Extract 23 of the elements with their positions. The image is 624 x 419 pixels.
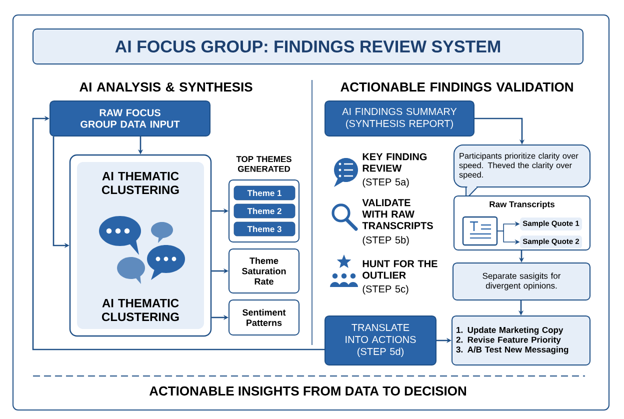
arrow [32,116,324,350]
metric-box: Theme Saturation Rate [228,248,300,294]
step-title: KEY FINDING REVIEW [362,153,427,172]
action-box: TRANSLATE INTO ACTIONS (STEP 5d) [324,315,436,366]
node-label: TOP THEMES GENERATED [236,156,292,172]
summary-box: AI FINDINGS SUMMARY (SYNTHESIS REPORT) [324,100,474,136]
note-box: Separate sasigits for divergent opinions. [452,262,590,300]
document-icon [462,216,498,246]
step-title: HUNT FOR THE OUTLIER [362,260,438,279]
step-number: (STEP 5a) [362,178,409,188]
action-list-box: 1. Update Marketing Copy 2. Revise Feature Priority 3. A/B Test New Messaging [452,315,590,366]
input-box: RAW FOCUS GROUP DATA INPUT [50,100,210,136]
metric-box: Sentiment Patterns [228,300,300,336]
footer-text: ACTIONABLE INSIGHTS FROM DATA TO DECISION [149,386,466,396]
theme-tag: Theme 2 [234,204,296,218]
theme-tag: Theme 3 [234,222,296,236]
speech-bubble: Participants prioritize clarity over speed. Theved the clarity over speed. [454,144,590,200]
theme-tag: Theme 1 [234,186,296,200]
step-number: (STEP 5b) [362,236,409,246]
step-title: VALIDATE WITH RAW TRANSCRIPTS [362,199,433,230]
title-banner: AI FOCUS GROUP: FINDINGS REVIEW SYSTEM [32,28,584,64]
clustering-panel: AI THEMATIC CLUSTERING AI THEMATIC CLUSTERING [69,154,212,337]
step-number: (STEP 5c) [362,285,408,294]
